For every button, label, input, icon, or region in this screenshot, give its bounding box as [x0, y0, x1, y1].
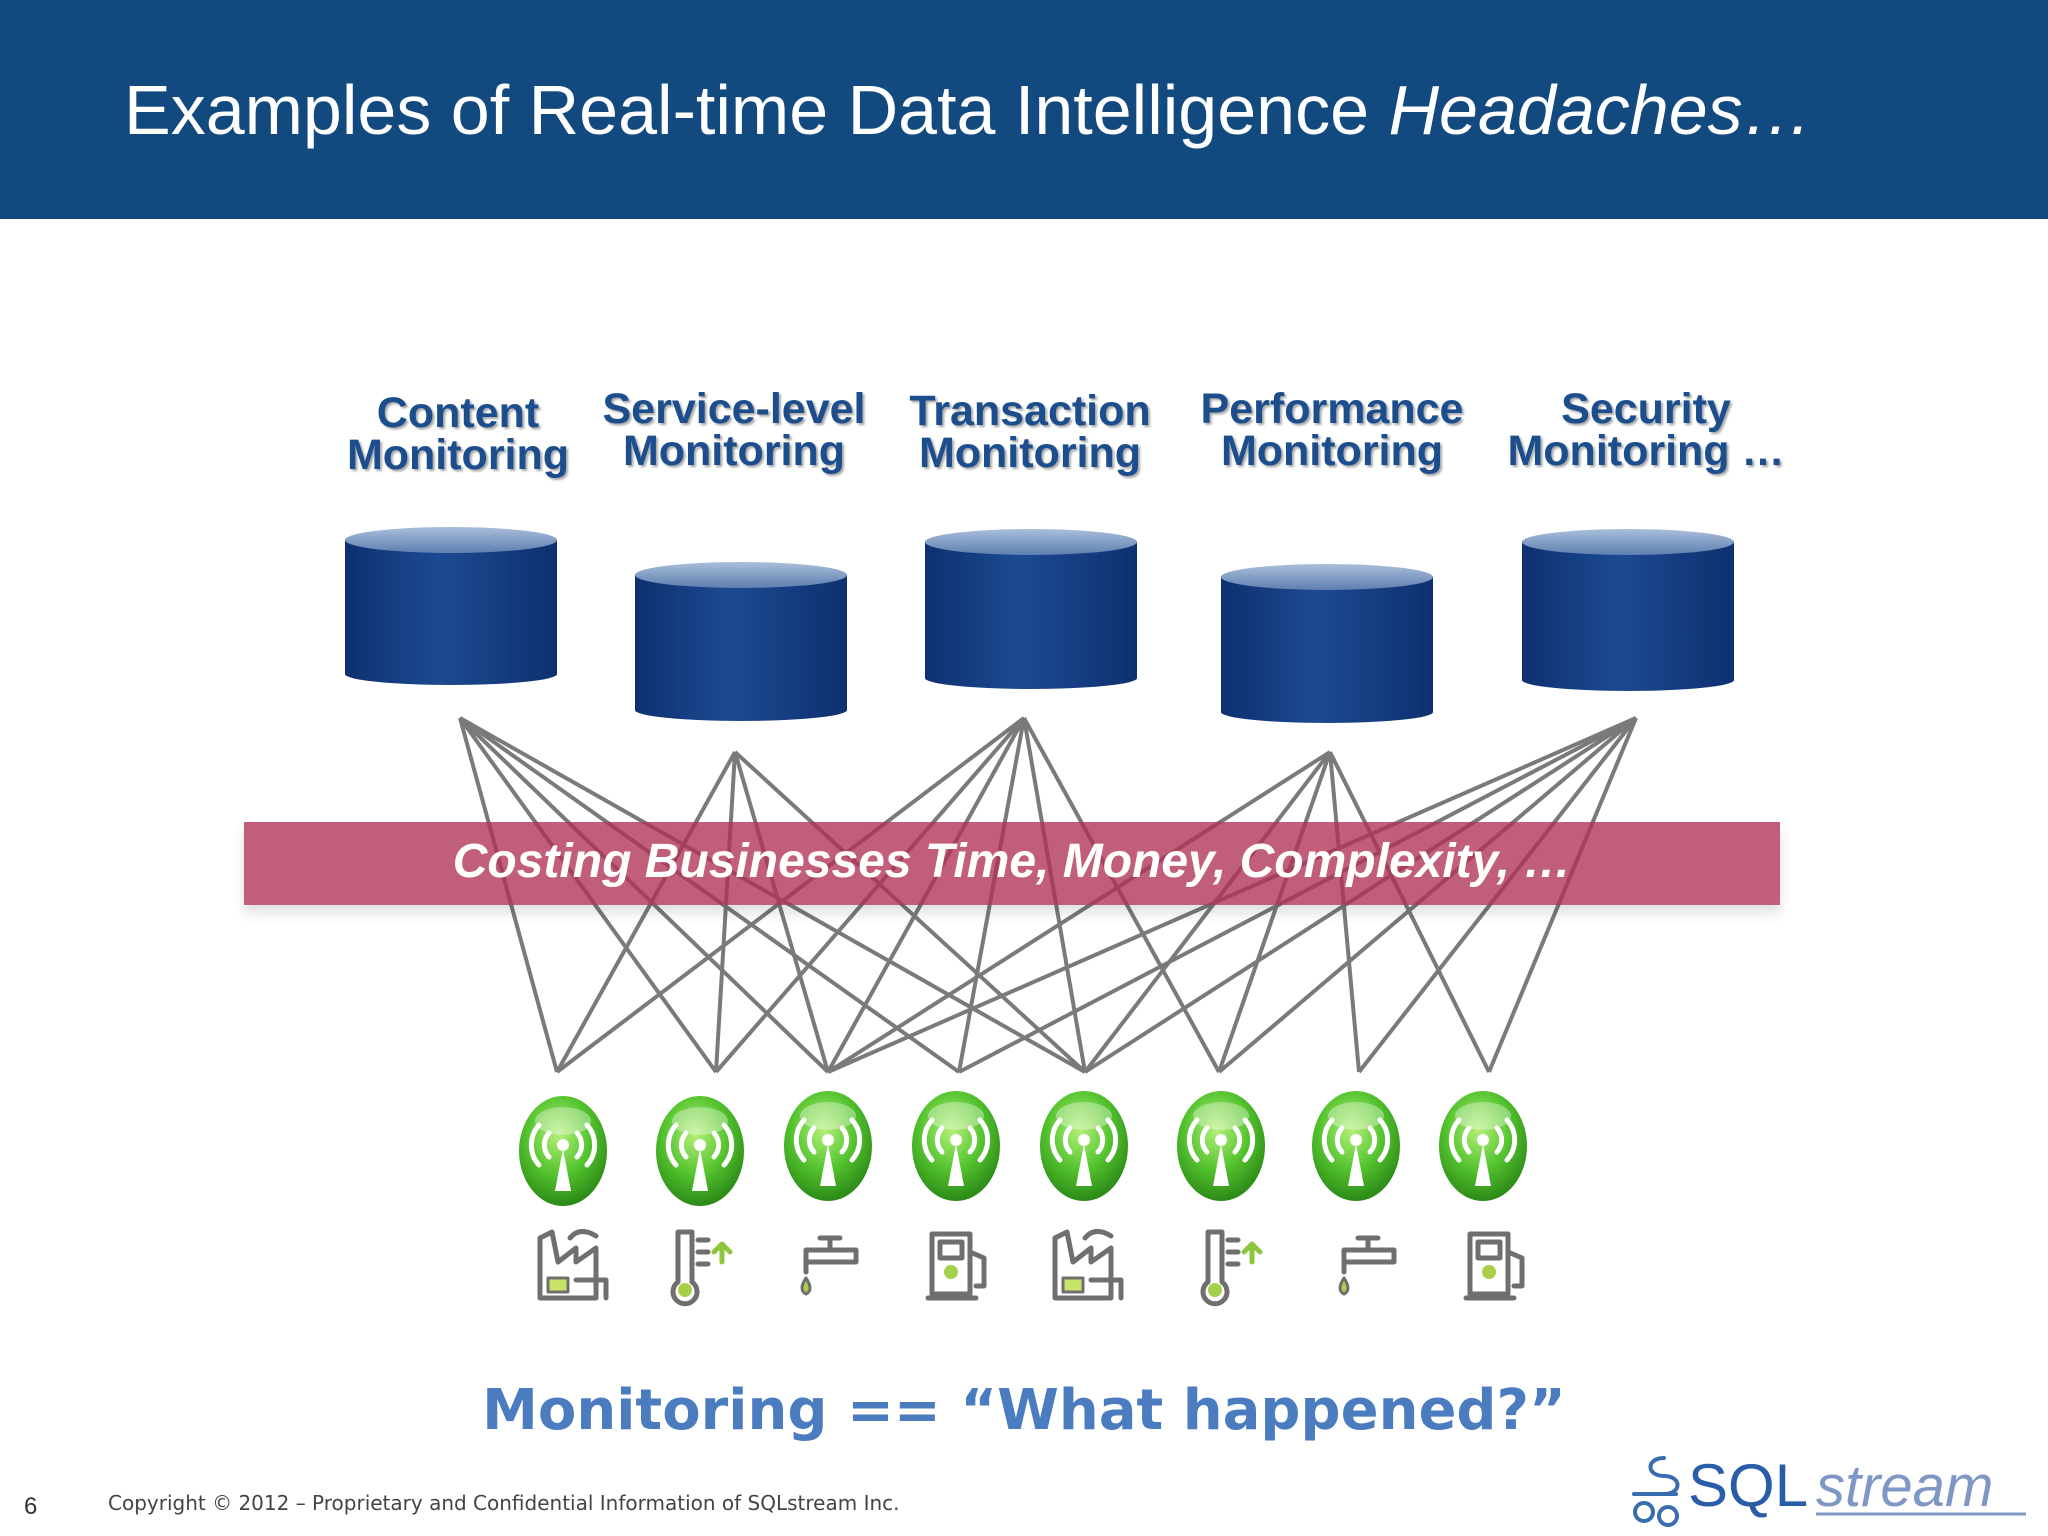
factory-icon — [537, 1229, 609, 1301]
database-service-level — [635, 562, 847, 721]
monitor-label-line2: Monitoring — [918, 429, 1142, 477]
connector-line — [555, 751, 737, 1073]
page-title: Examples of Real-time Data Intelligence … — [124, 70, 1813, 150]
faucet-icon — [1338, 1235, 1397, 1296]
monitor-label-line1: Service-level — [602, 385, 866, 433]
page-number: 6 — [24, 1493, 38, 1520]
connector-line — [1217, 751, 1332, 1073]
monitoring-tagline: Monitoring == “What happened?” — [482, 1378, 1566, 1443]
monitor-label-line1: Content — [376, 389, 540, 437]
title-emphasis: Headaches… — [1388, 71, 1813, 149]
sensor-nodes — [519, 1091, 1527, 1206]
database-performance — [1221, 564, 1433, 723]
monitor-label-line2: Monitoring — [1220, 427, 1444, 475]
monitor-label-content: Content Monitoring — [338, 389, 578, 479]
fuel-pump-icon — [925, 1231, 987, 1301]
copyright-notice: Copyright © 2012 – Proprietary and Confi… — [108, 1491, 900, 1515]
logo-text-stream: stream — [1816, 1454, 1993, 1519]
database-content — [345, 527, 557, 685]
monitor-label-line2: Monitoring — [622, 427, 846, 475]
monitor-label-line2: Monitoring — [346, 431, 570, 479]
monitor-label-line1: Security — [1561, 385, 1731, 433]
connector-line — [1328, 751, 1361, 1073]
fuel-pump-icon — [1463, 1231, 1525, 1301]
connector-line — [733, 750, 1087, 1074]
wireless-sensor-icon — [519, 1096, 607, 1206]
logo-text-sql: SQL — [1688, 1452, 1808, 1519]
connector-line — [826, 750, 1332, 1074]
connector-line — [733, 751, 830, 1073]
faucet-icon — [800, 1235, 859, 1296]
monitor-label-line1: Performance — [1200, 385, 1464, 433]
wireless-sensor-icon — [1312, 1091, 1400, 1201]
monitor-label-line1: Transaction — [909, 387, 1151, 435]
wireless-sensor-icon — [1439, 1091, 1527, 1201]
wireless-sensor-icon — [912, 1091, 1000, 1201]
monitor-label-service-level: Service-level Monitoring — [592, 385, 876, 475]
connector-line — [1083, 750, 1332, 1074]
thermometer-icon — [1200, 1229, 1263, 1307]
monitor-label-transaction: Transaction Monitoring — [896, 387, 1164, 477]
database-security — [1522, 529, 1734, 691]
monitor-label-performance: Performance Monitoring — [1188, 385, 1476, 475]
wireless-sensor-icon — [784, 1091, 872, 1201]
thermometer-icon — [670, 1229, 733, 1307]
monitor-label-line2: Monitoring … — [1507, 427, 1785, 475]
sqlstream-logo: SQL stream — [1632, 1452, 2026, 1527]
banner-text: Costing Businesses Time, Money, Complexi… — [452, 835, 1572, 888]
wireless-sensor-icon — [1177, 1091, 1265, 1201]
factory-icon — [1052, 1229, 1124, 1301]
title-main: Examples of Real-time Data Intelligence — [124, 71, 1389, 149]
header-bar: Examples of Real-time Data Intelligence … — [0, 0, 2048, 219]
cost-banner: Costing Businesses Time, Money, Complexi… — [244, 822, 1780, 905]
connector-line — [714, 751, 737, 1073]
monitor-label-security: Security Monitoring … — [1496, 385, 1796, 475]
wireless-sensor-icon — [656, 1096, 744, 1206]
wireless-sensor-icon — [1040, 1091, 1128, 1201]
equipment-icons — [537, 1229, 1525, 1307]
database-transaction — [925, 529, 1137, 689]
